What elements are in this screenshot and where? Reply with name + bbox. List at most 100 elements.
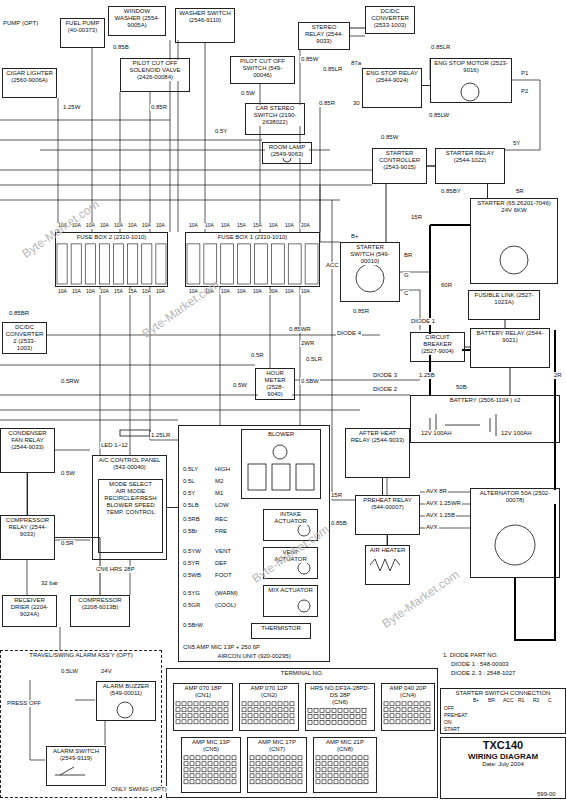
node-label: HOUR METER (2528-9040): [258, 370, 292, 398]
node-label: AMP MIC 13P: [191, 739, 231, 746]
connector-pin: [256, 780, 260, 784]
connector-pin: [286, 762, 290, 766]
connector-pin: [226, 756, 230, 760]
connector-pin: [194, 708, 198, 712]
connector-pin: [356, 715, 360, 719]
connector-pin: [220, 774, 224, 778]
wire: [370, 559, 400, 571]
wire-connector: [505, 320, 506, 328]
connector-pin: [254, 720, 258, 724]
watermark: Byte-Market.com: [140, 278, 222, 341]
wire-connector: [487, 184, 488, 198]
fuse-slot: [128, 244, 138, 284]
wire-label: 0.5R: [250, 352, 265, 359]
connector-pin: [176, 714, 180, 718]
node-label: AMP 070 18P: [184, 685, 223, 692]
wire-label: (COOL): [214, 602, 237, 609]
component-box: ENG STOP RELAY (2544-9024): [362, 68, 422, 108]
node-label: RECEIVER DRIER (2204-9024A): [5, 597, 54, 618]
connector-pin: [212, 708, 216, 712]
wire-label: 0.85LR: [430, 44, 451, 51]
connector-pin: [274, 780, 278, 784]
component-box: ALARM SWITCH (2549-9119): [46, 746, 106, 786]
connector-pin: [190, 780, 194, 784]
component-box: AMP MIC 13P(CN5): [181, 737, 241, 793]
connector-pin: [314, 715, 318, 719]
component-box: STARTER SWITCH (549-00010): [340, 242, 400, 302]
wire: [350, 36, 540, 166]
wire-label: 10A: [188, 223, 199, 229]
component-box: AMP MIC 21P(CN8): [313, 737, 377, 793]
connector-pin: [184, 780, 188, 784]
connector-pin: [414, 702, 418, 706]
connector-pin: [268, 762, 272, 766]
connector-pin: [182, 708, 186, 712]
wire-label: 10A: [141, 223, 152, 229]
connector-pin: [322, 768, 326, 772]
component-box: DC/DC CONVERTER 2 (2533-1003): [2, 322, 47, 354]
wire-connector: [167, 507, 178, 508]
node-label: MIX ACTUATOR: [267, 587, 313, 594]
component-box: BATTERY RELAY (2544-9021): [470, 328, 550, 368]
node-label: (CN8): [336, 746, 354, 753]
wire-label: AVX: [425, 524, 439, 531]
wire-label: 0.85LR: [322, 66, 343, 73]
component-box: WASHER SWITCH (2546-9110): [175, 8, 235, 43]
fuse-slot: [57, 244, 67, 284]
connector-pin: [202, 762, 206, 766]
wire-label: 15A: [252, 223, 263, 229]
wire-label: BR: [487, 698, 496, 704]
connector-pin: [268, 774, 272, 778]
wire-label: 0.5W: [60, 470, 76, 477]
connector-pin: [232, 768, 236, 772]
connector-pin: [350, 709, 354, 713]
component-box: ENG STOP MOTOR (2523-9016): [430, 58, 512, 103]
connector-pin: [274, 756, 278, 760]
connector-pin: [338, 715, 342, 719]
wire-label: 10A: [141, 289, 152, 295]
wire-label: R2: [532, 698, 540, 704]
wire-label: HIGH: [214, 466, 231, 473]
component-box: PILOT CUT OFF SWITCH (549-00046): [230, 56, 295, 84]
wire-label: 0.5BrW: [182, 622, 204, 629]
connector-pin: [358, 768, 362, 772]
connector-pin: [284, 708, 288, 712]
wire-label: ONLY SWING (OPT): [110, 786, 168, 793]
connector-pin: [334, 768, 338, 772]
connector-pin: [346, 768, 350, 772]
connector-pin: [208, 780, 212, 784]
connector-pin: [274, 774, 278, 778]
connector-pin: [350, 721, 354, 725]
connector-pin: [420, 714, 424, 718]
connector-pin: [194, 714, 198, 718]
wire-label: 0.5YW: [182, 548, 202, 555]
connector-pin: [190, 762, 194, 766]
wire-label: DIODE 1: [410, 318, 436, 325]
connector-pin: [298, 780, 302, 784]
connector-pin: [214, 774, 218, 778]
fuse-slot: [99, 244, 109, 284]
wire-label: 1.25B: [418, 372, 436, 379]
connector-pin: [384, 708, 388, 712]
connector-pin: [188, 720, 192, 724]
wire-label: DIODE 4: [336, 330, 362, 337]
fuse-slot: [114, 244, 124, 284]
connector-pin: [208, 762, 212, 766]
symbol-circle: [356, 264, 384, 292]
connector-pin: [260, 702, 264, 706]
connector-pin: [352, 762, 356, 766]
wire-label: LED 1~12: [100, 442, 129, 449]
wire-label: 0.5GR: [182, 602, 201, 609]
connector-pin: [426, 702, 430, 706]
connector-pin: [260, 708, 264, 712]
symbol-rect: [272, 464, 290, 490]
wire-label: 0.85LW: [428, 112, 450, 119]
connector-pin: [262, 756, 266, 760]
connector-pin: [396, 708, 400, 712]
connector-pin: [420, 708, 424, 712]
component-box: A/C CONTROL PANEL (543-00040)MODE SELECT…: [92, 455, 167, 560]
wire-label: FRE: [214, 528, 228, 535]
connector-pin: [278, 702, 282, 706]
component-box: RECEIVER DRIER (2204-9024A): [2, 595, 57, 627]
